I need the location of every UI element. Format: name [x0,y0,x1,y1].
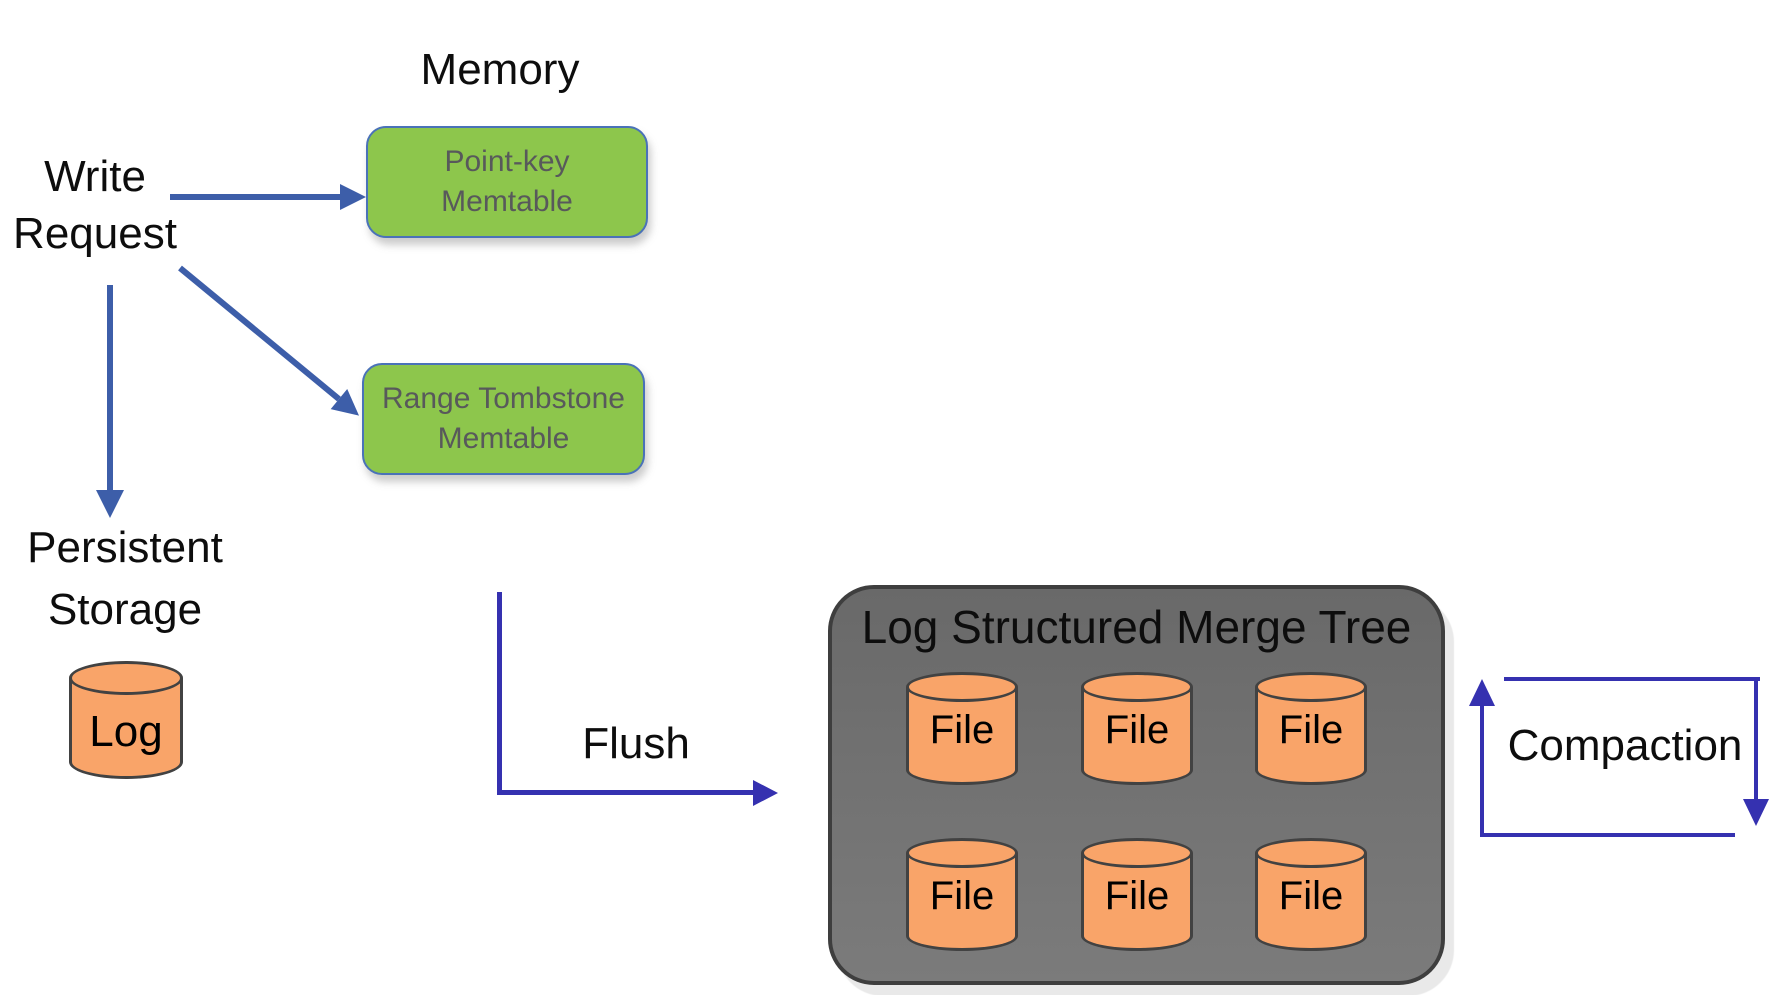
compaction-down-arrowhead-icon [1743,799,1769,826]
compaction-label: Compaction [1507,721,1743,770]
file-cylinder-3: File [1255,672,1367,785]
file-cylinder-4: File [906,838,1018,951]
compaction-loop-right-line [1754,677,1758,800]
file-cylinder-top-ellipse [1081,672,1193,702]
log-cylinder: Log [69,661,183,779]
log-cylinder-top-ellipse [69,661,183,695]
write-to-pointkey-arrowhead-icon [340,184,366,210]
file-cylinder-body [1255,687,1367,785]
persistent-storage-line1: Persistent [27,523,223,572]
file-cylinder-label: File [1104,708,1170,752]
file-cylinder-label: File [929,874,995,918]
range-tombstone-memtable-box: Range Tombstone Memtable [362,363,645,475]
file-cylinder-body [906,687,1018,785]
file-cylinder-body [1081,853,1193,951]
file-cylinder-body [906,853,1018,951]
write-to-log-arrow-shaft [107,285,113,491]
file-cylinder-top-ellipse [1081,838,1193,868]
lsm-tree-title: Log Structured Merge Tree [861,601,1412,653]
flush-arrow-vertical [497,592,502,795]
point-key-memtable-box: Point-key Memtable [366,126,648,238]
flush-label: Flush [582,719,690,768]
flush-arrow-horizontal [497,790,755,795]
persistent-storage-label: Persistent Storage [5,517,245,641]
file-cylinder-1: File [906,672,1018,785]
compaction-loop-bottom-line [1480,833,1735,837]
compaction-loop-left-line [1480,706,1484,837]
range-tombstone-memtable-line1: Range Tombstone [382,382,625,415]
write-to-log-arrowhead-icon [96,490,124,518]
file-cylinder-label: File [1278,708,1344,752]
file-cylinder-top-ellipse [1255,838,1367,868]
file-cylinder-top-ellipse [1255,672,1367,702]
flush-arrowhead-icon [753,780,778,806]
log-cylinder-label: Log [89,707,163,756]
file-cylinder-body [1255,853,1367,951]
persistent-storage-line2: Storage [47,585,203,634]
point-key-memtable-line1: Point-key [444,145,570,178]
write-request-line1: Write [44,152,146,201]
write-to-pointkey-arrow-shaft [170,194,342,200]
file-cylinder-label: File [1278,874,1344,918]
file-cylinder-6: File [1255,838,1367,951]
write-to-rangetombstone-arrow [178,265,368,426]
file-cylinder-5: File [1081,838,1193,951]
compaction-loop-top-line [1504,677,1760,681]
file-cylinder-top-ellipse [906,672,1018,702]
file-cylinder-label: File [1104,874,1170,918]
write-request-line2: Request [13,209,177,258]
point-key-memtable-line2: Memtable [441,185,573,218]
compaction-up-arrowhead-icon [1469,679,1495,706]
file-cylinder-top-ellipse [906,838,1018,868]
file-cylinder-body [1081,687,1193,785]
file-cylinder-label: File [929,708,995,752]
file-cylinder-2: File [1081,672,1193,785]
range-tombstone-memtable-line2: Memtable [437,422,570,455]
memory-label: Memory [420,45,580,94]
write-request-label: Write Request [0,148,190,262]
